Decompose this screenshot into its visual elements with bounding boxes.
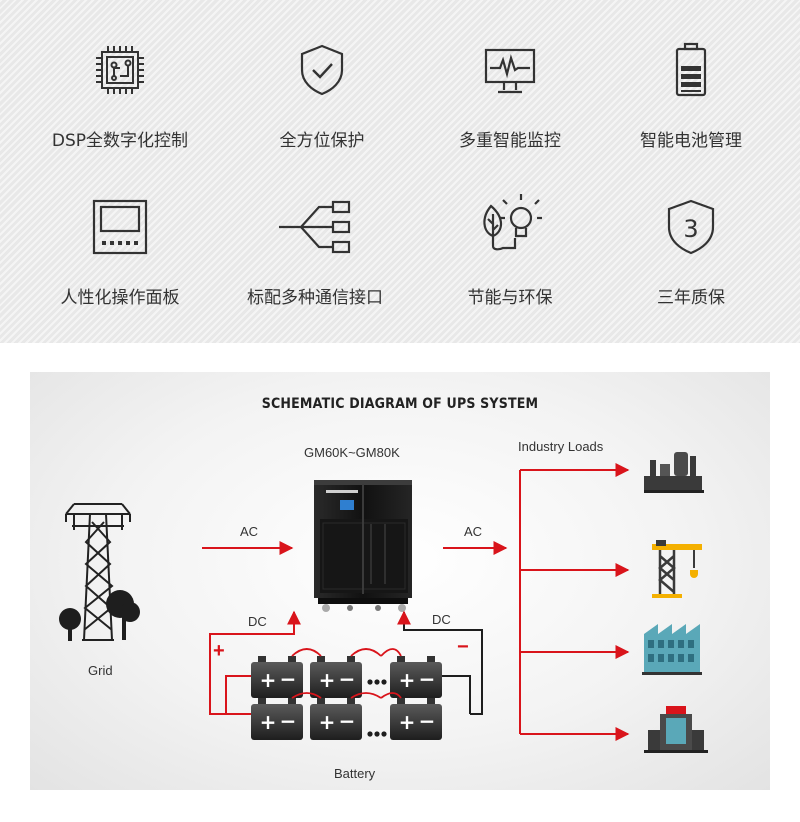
industry-loads-label: Industry Loads <box>518 439 604 454</box>
feature-label: 多重智能监控 <box>459 131 561 151</box>
leaf-bulb-icon <box>483 194 542 251</box>
svg-text:+: + <box>399 710 416 734</box>
office-building-icon <box>642 624 702 675</box>
factory-plant-icon <box>644 452 704 493</box>
warranty-3-icon: 3 <box>667 199 715 255</box>
feature-monitoring: 多重智能监控 <box>415 40 605 190</box>
model-label: GM60K~GM80K <box>304 445 400 460</box>
monitor-pulse-icon <box>484 48 536 94</box>
feature-panel: 人性化操作面板 <box>25 197 215 347</box>
ac-output-label: AC <box>464 524 483 539</box>
control-panel-icon <box>92 199 148 255</box>
schematic-graphics: + − + − + − <box>59 452 708 753</box>
grid-label: Grid <box>88 663 113 678</box>
battery-label: Battery <box>334 766 376 781</box>
features-panel: DSP全数字化控制 全方位保护 多重智能监控 <box>0 0 800 343</box>
crane-icon <box>652 540 702 598</box>
svg-text:+: + <box>260 668 277 692</box>
svg-text:+: + <box>260 710 277 734</box>
feature-warranty: 3 三年质保 <box>596 197 786 347</box>
svg-text:−: − <box>280 667 297 691</box>
feature-interfaces: 标配多种通信接口 <box>220 197 410 347</box>
power-plant-icon <box>644 706 708 753</box>
svg-text:+: + <box>319 668 336 692</box>
feature-label: 智能电池管理 <box>640 131 742 151</box>
feature-protection: 全方位保护 <box>227 40 417 190</box>
transmission-tower-icon <box>65 503 131 641</box>
tree-icon <box>59 590 140 641</box>
interface-tree-icon <box>279 200 351 254</box>
dc-right-label: DC <box>432 612 451 627</box>
battery-row-bottom: + − + − + − <box>251 692 442 740</box>
ups-schematic: SCHEMATIC DIAGRAM OF UPS SYSTEM GM60K~GM… <box>30 372 770 790</box>
dc-wiring <box>209 610 301 715</box>
positive-sign: + <box>213 640 225 662</box>
battery-icon <box>675 42 707 97</box>
feature-label: 标配多种通信接口 <box>247 288 383 308</box>
load-distribution-bus <box>519 463 630 741</box>
svg-text:−: − <box>339 709 356 733</box>
negative-sign: − <box>457 636 469 658</box>
shield-check-icon <box>300 44 344 96</box>
svg-text:−: − <box>339 667 356 691</box>
svg-text:−: − <box>280 709 297 733</box>
feature-battery: 智能电池管理 <box>596 40 786 190</box>
battery-bank: + − + − + − <box>251 648 442 740</box>
feature-label: 全方位保护 <box>279 131 365 151</box>
feature-energy: 节能与环保 <box>415 190 605 340</box>
svg-text:−: − <box>419 667 436 691</box>
svg-text:+: + <box>399 668 416 692</box>
ups-cabinet <box>314 480 412 612</box>
chip-icon <box>96 46 144 94</box>
ac-input-label: AC <box>240 524 259 539</box>
feature-label: DSP全数字化控制 <box>51 131 189 151</box>
svg-text:−: − <box>419 709 436 733</box>
dc-left-label: DC <box>248 614 267 629</box>
svg-text:+: + <box>319 710 336 734</box>
schematic-title: SCHEMATIC DIAGRAM OF UPS SYSTEM <box>261 396 539 412</box>
feature-label: 节能与环保 <box>467 288 553 308</box>
battery-row-top: + − + − + − <box>251 648 442 698</box>
dc-return-wiring <box>397 610 483 715</box>
svg-text:3: 3 <box>683 215 698 243</box>
feature-label: 三年质保 <box>657 288 725 308</box>
feature-dsp: DSP全数字化控制 <box>25 40 215 190</box>
feature-label: 人性化操作面板 <box>60 288 180 308</box>
